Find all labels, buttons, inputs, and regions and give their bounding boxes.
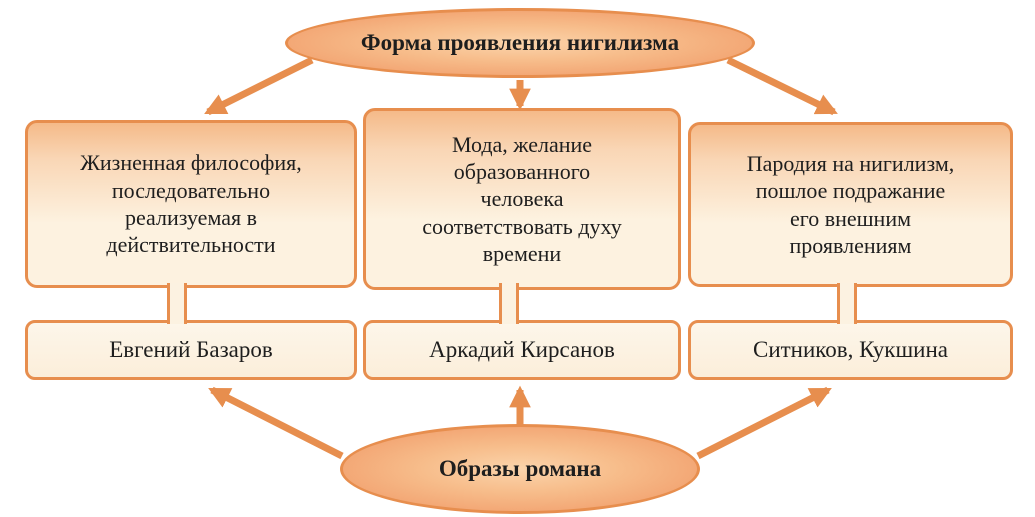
arrow-top-to-right-box	[726, 56, 838, 116]
character-box-1: Евгений Базаров	[25, 320, 357, 380]
character-name-1: Евгений Базаров	[109, 337, 273, 362]
connector-3	[837, 283, 857, 324]
connector-2	[499, 283, 519, 324]
description-box-2: Мода, желание образованного человека соо…	[363, 108, 681, 290]
character-box-2: Аркадий Кирсанов	[363, 320, 681, 380]
description-text-3: Пародия на нигилизм, пошлое подражание е…	[746, 150, 955, 258]
bottom-ellipse: Образы романа	[340, 424, 700, 514]
character-name-2: Аркадий Кирсанов	[429, 337, 615, 362]
description-text-1: Жизненная философия, последовательно реа…	[80, 150, 302, 258]
description-text-2: Мода, желание образованного человека соо…	[422, 131, 622, 266]
arrow-bottom-to-right-name	[696, 386, 832, 460]
top-ellipse-label: Форма проявления нигилизма	[360, 30, 680, 55]
bottom-ellipse-label: Образы романа	[438, 456, 602, 481]
description-box-1: Жизненная философия, последовательно реа…	[25, 120, 357, 288]
arrow-bottom-to-left-name	[208, 386, 344, 460]
character-box-3: Ситников, Кукшина	[688, 320, 1013, 380]
connector-1	[167, 283, 187, 324]
top-ellipse: Форма проявления нигилизма	[285, 8, 755, 78]
description-box-3: Пародия на нигилизм, пошлое подражание е…	[688, 122, 1013, 287]
character-name-3: Ситников, Кукшина	[752, 337, 948, 362]
arrow-top-to-left-box	[204, 56, 314, 116]
